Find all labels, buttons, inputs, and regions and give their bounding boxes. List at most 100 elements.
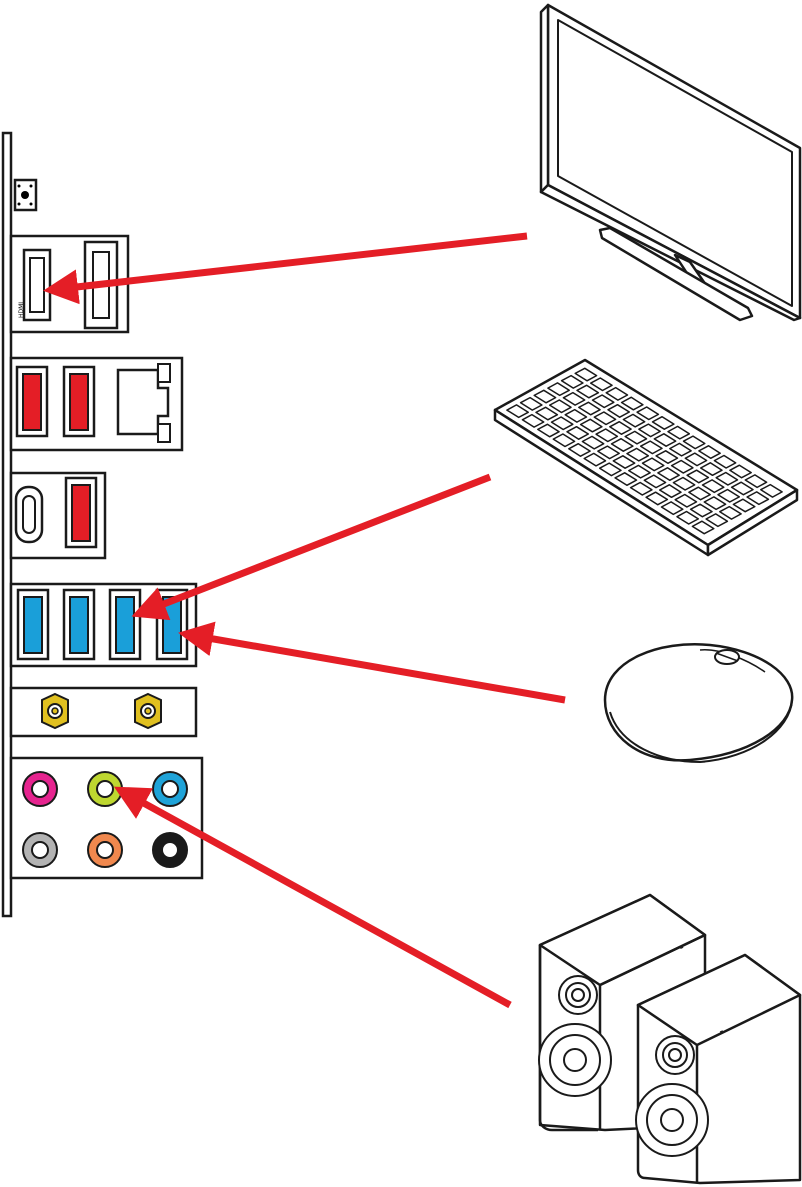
keyboard-key [744, 474, 768, 489]
keyboard-key [719, 505, 742, 520]
keyboard-key [703, 496, 727, 511]
keyboard-key [560, 374, 584, 389]
keyboard-key [579, 418, 603, 433]
arrow-mouse-to-usb [178, 621, 566, 704]
keyboard-key [698, 445, 721, 460]
keyboard-key [537, 423, 560, 438]
keyboard-key [688, 486, 711, 501]
keyboard-key [701, 479, 725, 494]
keyboard-key [605, 386, 629, 401]
keyboard-key [598, 462, 622, 477]
keyboard-key [533, 389, 557, 404]
keyboard-key [676, 510, 700, 525]
keyboard-key [636, 406, 660, 421]
keyboard-key [638, 423, 661, 438]
speaker-right [635, 953, 802, 1185]
keyboard-key [562, 391, 586, 406]
audio-jack-black[interactable] [152, 832, 188, 868]
keyboard-key [629, 481, 653, 496]
keyboard-key [641, 457, 665, 472]
antenna-connector-1[interactable] [41, 692, 69, 730]
keyboard-key [591, 394, 615, 409]
keyboard-key [686, 469, 710, 484]
keyboard-key [609, 420, 632, 435]
keyboard-key [717, 488, 741, 503]
keyboard-key [713, 454, 737, 469]
connection-arrows [43, 232, 566, 1009]
keyboard-key [705, 513, 729, 528]
lan-port[interactable] [116, 363, 171, 443]
usb-red-port-1[interactable] [15, 365, 49, 438]
arrow-monitor-to-hdmi [43, 232, 528, 305]
audio-jack-orange[interactable] [87, 832, 123, 868]
keyboard-key [574, 367, 598, 382]
keyboard-key [643, 474, 667, 489]
keyboard-key [550, 416, 574, 431]
keyboard-key [682, 435, 706, 450]
usb-blue-port-2[interactable] [62, 588, 96, 661]
keyboard-key [589, 377, 613, 392]
keyboard-key [614, 472, 638, 487]
keyboard-key [760, 483, 783, 498]
clear-cmos-button[interactable] [13, 178, 38, 212]
usb-blue-port-1[interactable] [16, 588, 50, 661]
keyboard-key [583, 452, 607, 467]
audio-jack-pink[interactable] [22, 771, 58, 807]
keyboard-key [715, 471, 739, 486]
keyboard-key [669, 442, 692, 457]
keyboard-key [568, 442, 591, 457]
audio-jack-gray[interactable] [22, 832, 58, 868]
usb-red-port-2[interactable] [62, 365, 96, 438]
usb-c-port[interactable] [14, 485, 44, 544]
keyboard-key [658, 484, 682, 499]
keyboard-key [547, 382, 570, 397]
keyboard-key [612, 455, 636, 469]
keyboard-key [689, 503, 713, 518]
keyboard-key [657, 467, 680, 482]
keyboard-key [667, 425, 691, 440]
keyboard-key [564, 408, 588, 423]
keyboard-key [620, 396, 644, 411]
keyboard-key [521, 413, 545, 428]
keyboard-key [699, 462, 723, 477]
keyboard-key [607, 403, 631, 418]
usb-red-port-3[interactable] [64, 476, 98, 549]
keyboard-key [626, 447, 650, 462]
audio-line-out-jack[interactable] [87, 771, 123, 807]
keyboard-key [581, 435, 605, 450]
keyboard-key [566, 425, 590, 440]
keyboard-key [674, 493, 698, 508]
keyboard-key [576, 384, 600, 399]
keyboard-key [506, 404, 529, 419]
keyboard-key [684, 452, 708, 467]
hdmi-mark: HDMI [18, 302, 25, 318]
keyboard-key [548, 399, 572, 414]
arrow-speakers-to-audio [113, 786, 512, 1009]
keyboard-key [660, 501, 684, 516]
keyboard-key [597, 445, 620, 460]
hdmi-port[interactable]: HDMI [18, 248, 52, 322]
keyboard-key [628, 464, 651, 479]
keyboard-key [595, 428, 619, 443]
keyboard-key [624, 430, 648, 445]
keyboard-key [670, 459, 694, 474]
io-panel: HDMI [1, 131, 204, 918]
arrow-keyboard-to-usb [131, 473, 492, 621]
keyboard-key [552, 433, 576, 448]
keyboard-key [535, 406, 559, 421]
antenna-connector-2[interactable] [134, 692, 162, 730]
usb-blue-port-3[interactable] [108, 588, 142, 661]
antenna-block [9, 686, 198, 738]
keyboard-key [672, 476, 696, 491]
keyboard-key [651, 415, 675, 430]
keyboard-key [610, 437, 634, 452]
keyboard-key [519, 396, 543, 411]
keyboard-key [578, 401, 601, 416]
mouse-icon [603, 643, 794, 763]
monitor-icon [539, 3, 802, 322]
keyboard-key [746, 491, 770, 506]
audio-jack-blue[interactable] [152, 771, 188, 807]
keyboard-key [639, 440, 663, 455]
keyboard-key [655, 450, 679, 465]
